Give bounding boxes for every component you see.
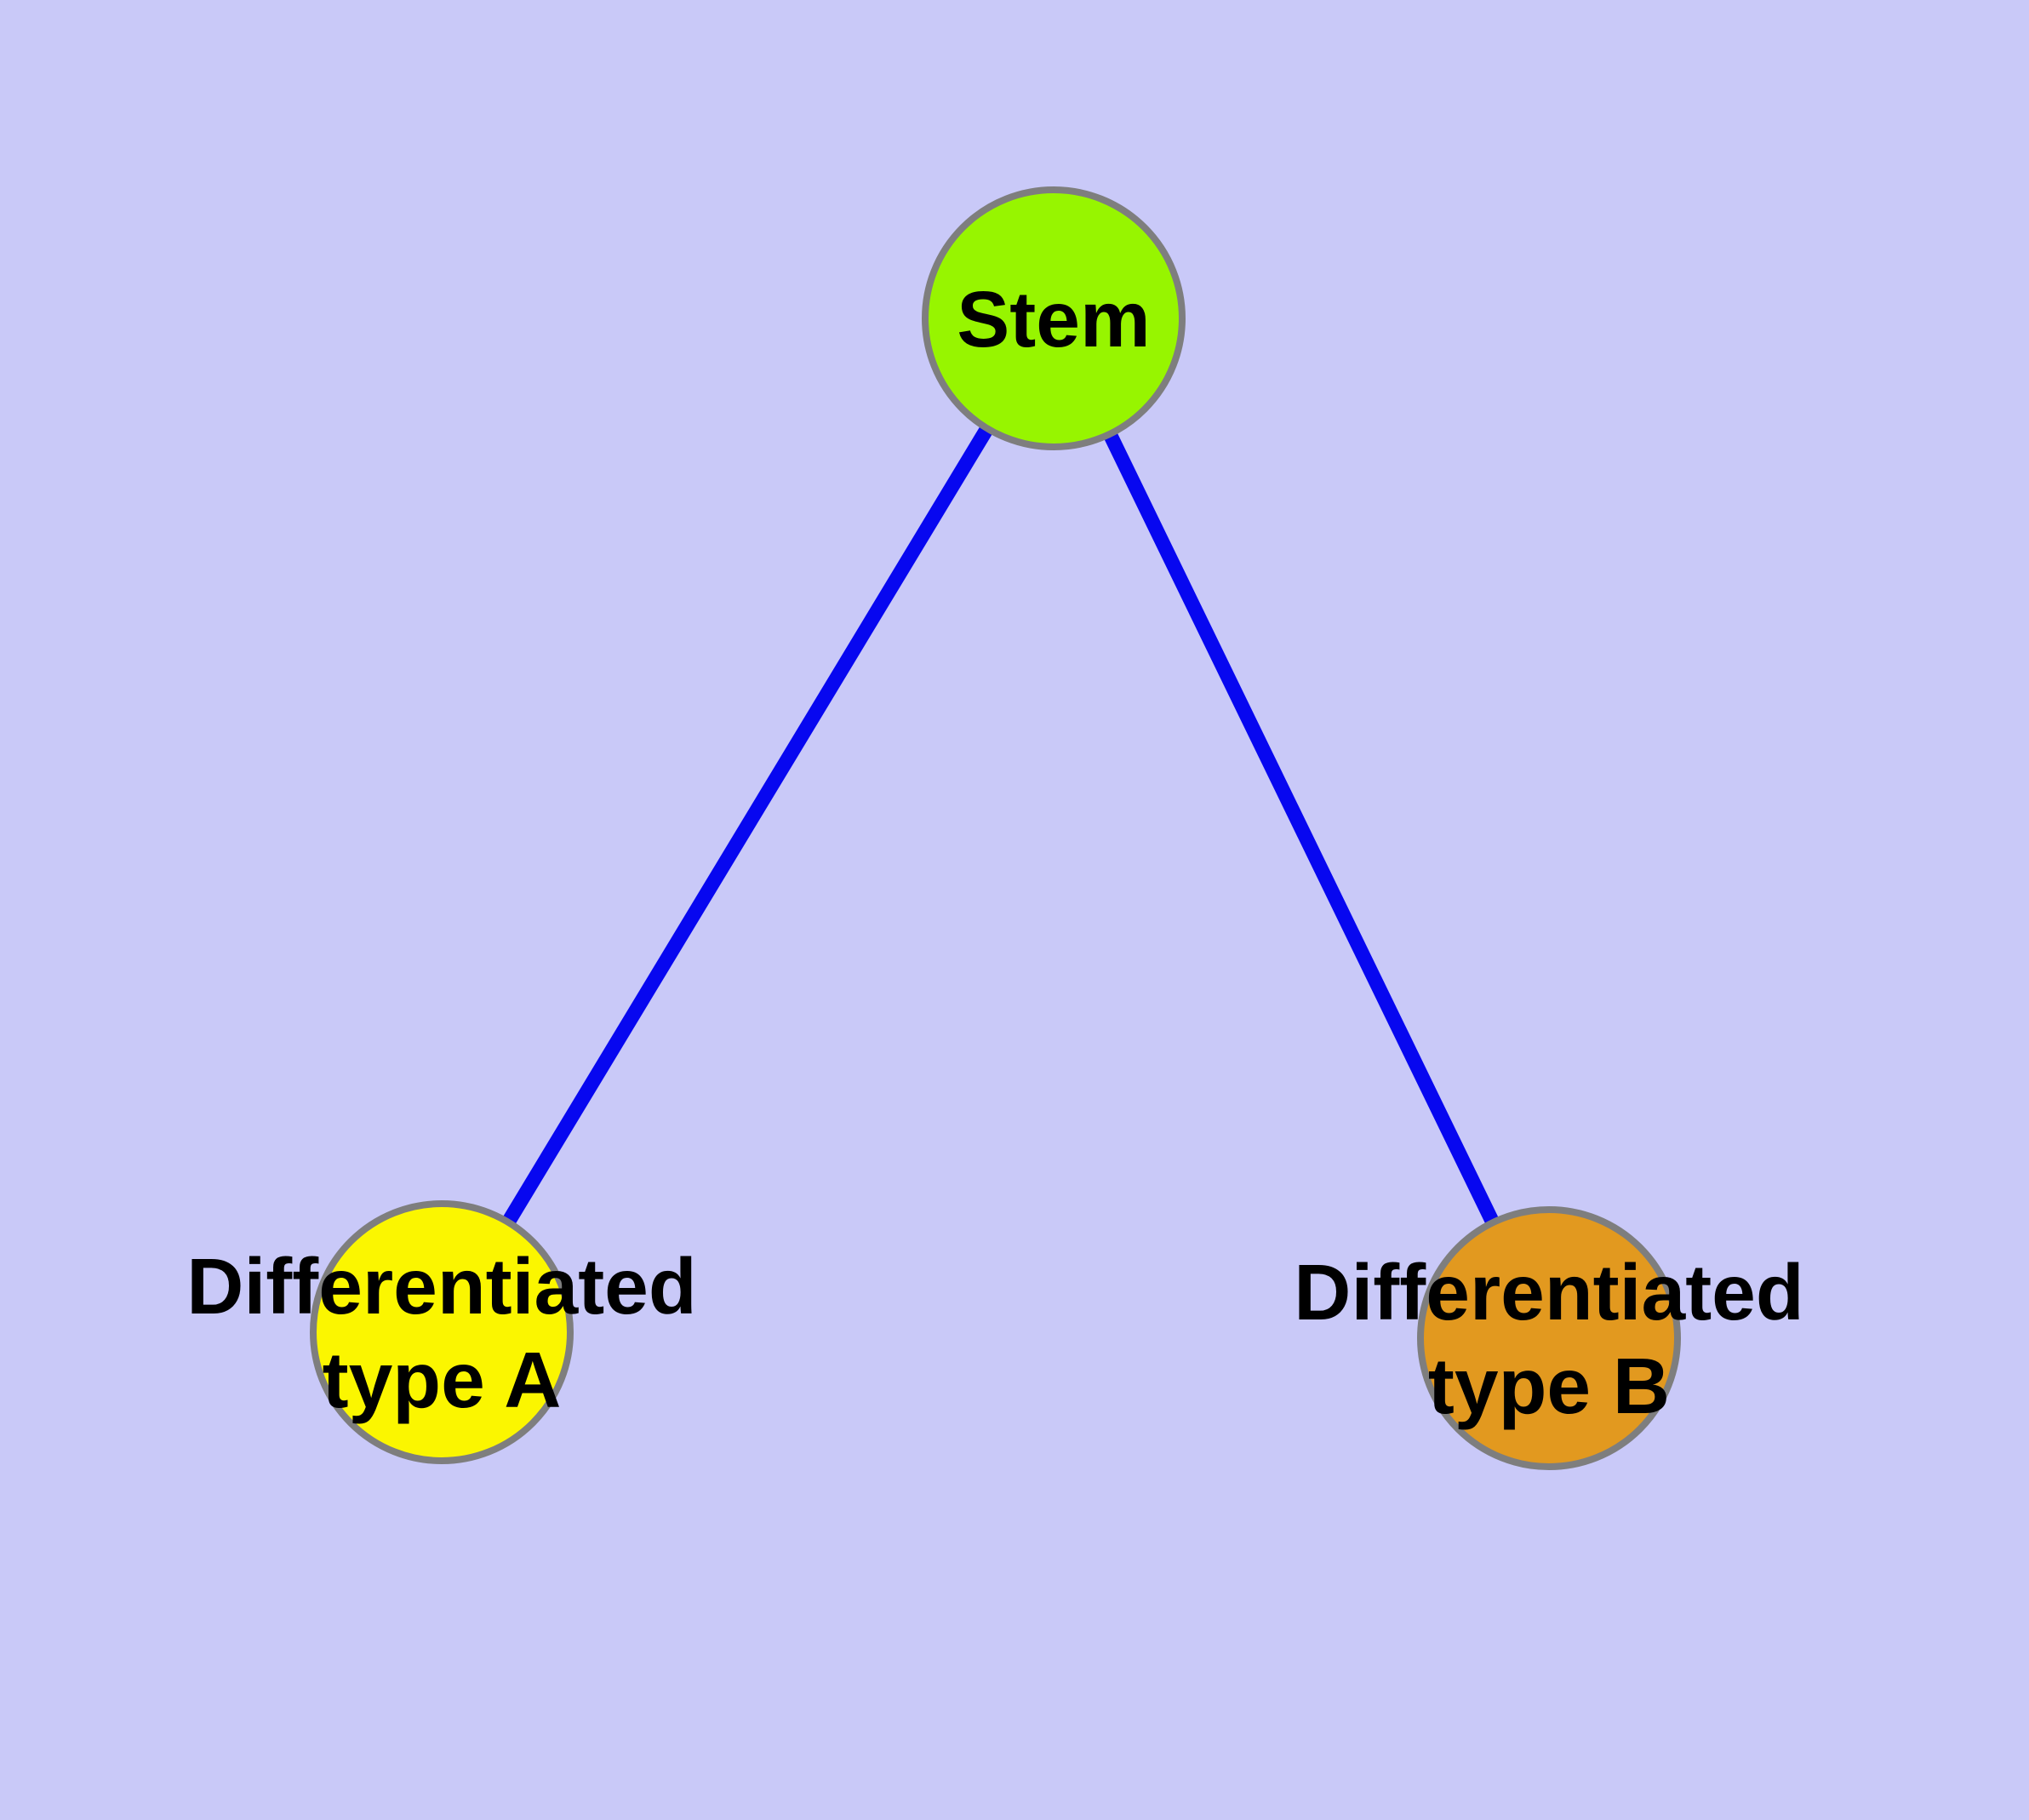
node-circle-stem [922,186,1186,450]
edge-stem-to-diff-type-b [1047,315,1556,1342]
edge-stem-to-diff-type-a [435,314,1060,1336]
node-label-diff-type-a-line-1: Differentiated [186,1242,696,1331]
node-label-stem-line-1: Stem [957,275,1150,363]
node-circle-diff-type-a [310,1200,574,1464]
node-label-diff-type-b-line-2: type B [1428,1342,1670,1430]
node-label-diff-type-a-line-2: type A [323,1336,562,1424]
node-circle-diff-type-b [1417,1206,1681,1470]
node-label-diff-type-b-line-1: Differentiated [1294,1248,1803,1336]
